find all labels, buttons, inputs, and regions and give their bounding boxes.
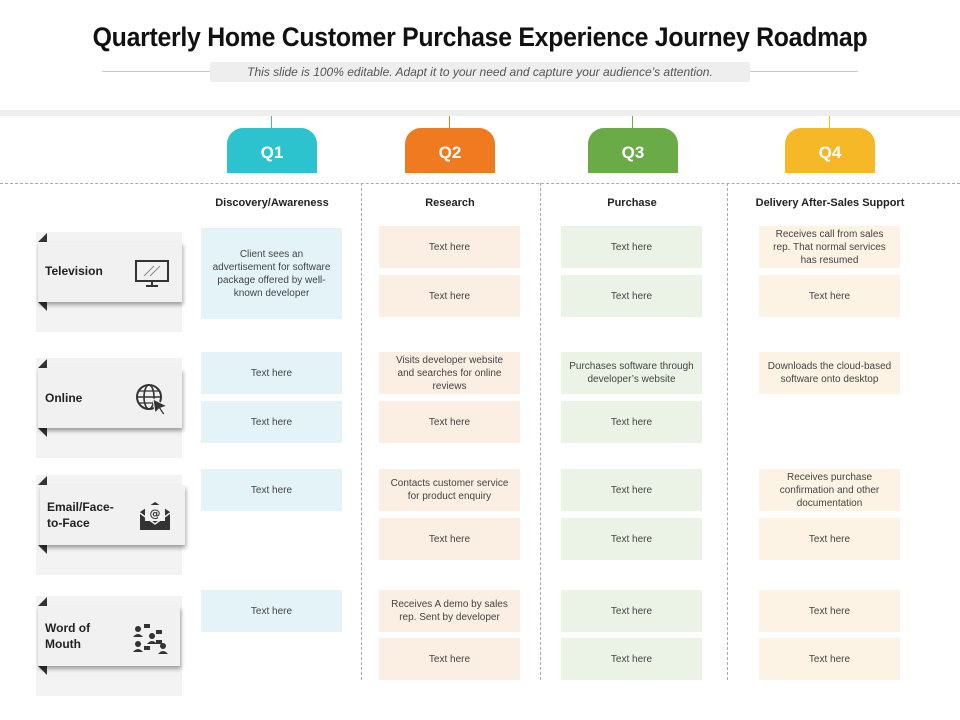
svg-text:@: @ bbox=[150, 507, 161, 520]
globe-cursor-icon bbox=[136, 384, 169, 416]
row-email-fold-bottom bbox=[38, 545, 47, 554]
cell-wom-q2-2[interactable]: Text here bbox=[379, 638, 520, 680]
tab-q4[interactable]: Q4 bbox=[785, 128, 875, 173]
row-online-fold-top bbox=[38, 359, 47, 368]
cell-email-q2-2[interactable]: Text here bbox=[379, 518, 520, 560]
cell-online-q1-2[interactable]: Text here bbox=[201, 401, 342, 443]
row-card-email[interactable]: Email/Face- to-Face @ bbox=[40, 485, 185, 545]
cell-wom-q3-2[interactable]: Text here bbox=[561, 638, 702, 680]
cell-television-q2-1[interactable]: Text here bbox=[379, 226, 520, 268]
cell-email-q3-2[interactable]: Text here bbox=[561, 518, 702, 560]
subtitle-rule-left bbox=[102, 71, 210, 72]
cell-television-q4-1[interactable]: Receives call from sales rep. That norma… bbox=[759, 226, 900, 268]
row-wom-fold-bottom bbox=[38, 666, 47, 675]
cell-online-q1-1[interactable]: Text here bbox=[201, 352, 342, 394]
row-card-television[interactable]: Television bbox=[38, 242, 182, 302]
cell-television-q2-2[interactable]: Text here bbox=[379, 275, 520, 317]
q2-tick bbox=[449, 116, 450, 128]
header-divider bbox=[0, 183, 960, 184]
q4-tick bbox=[829, 116, 830, 128]
cell-wom-q1-1[interactable]: Text here bbox=[201, 590, 342, 632]
column-divider-1 bbox=[361, 183, 362, 680]
email-envelope-icon: @ bbox=[139, 502, 171, 530]
cell-wom-q4-1[interactable]: Text here bbox=[759, 590, 900, 632]
cell-online-q2-2[interactable]: Text here bbox=[379, 401, 520, 443]
cell-email-q4-1[interactable]: Receives purchase confirmation and other… bbox=[759, 469, 900, 511]
row-label-email: Email/Face- to-Face bbox=[47, 500, 114, 530]
column-heading-q1: Discovery/Awareness bbox=[215, 197, 329, 209]
cell-online-q3-2[interactable]: Text here bbox=[561, 401, 702, 443]
row-television-fold-bottom bbox=[38, 302, 47, 311]
tab-q3[interactable]: Q3 bbox=[588, 128, 678, 173]
cell-email-q1-1[interactable]: Text here bbox=[201, 469, 342, 511]
people-network-icon bbox=[133, 624, 168, 654]
row-wom-fold-top bbox=[38, 597, 47, 606]
cell-television-q4-2[interactable]: Text here bbox=[759, 275, 900, 317]
tab-q2[interactable]: Q2 bbox=[405, 128, 495, 173]
column-divider-2 bbox=[540, 183, 541, 680]
row-card-online[interactable]: Online bbox=[38, 368, 182, 428]
header-band bbox=[0, 110, 960, 116]
column-heading-q3: Purchase bbox=[607, 197, 657, 209]
column-divider-3 bbox=[727, 183, 728, 680]
row-email-fold-top bbox=[38, 476, 47, 485]
cell-email-q3-1[interactable]: Text here bbox=[561, 469, 702, 511]
cell-television-q3-2[interactable]: Text here bbox=[561, 275, 702, 317]
row-label-television: Television bbox=[45, 264, 103, 278]
row-label-online: Online bbox=[45, 391, 83, 405]
cell-wom-q2-1[interactable]: Receives A demo by sales rep. Sent by de… bbox=[379, 590, 520, 632]
cell-television-q3-1[interactable]: Text here bbox=[561, 226, 702, 268]
q1-tick bbox=[271, 116, 272, 128]
row-label-word-of-mouth: Word of Mouth bbox=[45, 621, 91, 651]
cell-wom-q4-2[interactable]: Text here bbox=[759, 638, 900, 680]
cell-online-q3-1[interactable]: Purchases software through developer’s w… bbox=[561, 352, 702, 394]
slide-subtitle: This slide is 100% editable. Adapt it to… bbox=[210, 62, 750, 82]
cell-online-q2-1[interactable]: Visits developer website and searches fo… bbox=[379, 352, 520, 394]
cell-online-q4-1[interactable]: Downloads the cloud-based software onto … bbox=[759, 352, 900, 394]
column-heading-q2: Research bbox=[425, 197, 475, 209]
cell-email-q2-1[interactable]: Contacts customer service for product en… bbox=[379, 469, 520, 511]
cell-television-q1-1[interactable]: Client sees an advertisement for softwar… bbox=[201, 228, 342, 319]
slide-title: Quarterly Home Customer Purchase Experie… bbox=[92, 22, 868, 52]
row-television-fold-top bbox=[38, 233, 47, 242]
tab-q1[interactable]: Q1 bbox=[227, 128, 317, 173]
cell-email-q4-2[interactable]: Text here bbox=[759, 518, 900, 560]
monitor-icon bbox=[135, 260, 169, 287]
subtitle-rule-right bbox=[750, 71, 858, 72]
row-online-fold-bottom bbox=[38, 428, 47, 437]
column-heading-q4: Delivery After-Sales Support bbox=[755, 197, 905, 209]
cell-wom-q3-1[interactable]: Text here bbox=[561, 590, 702, 632]
q3-tick bbox=[632, 116, 633, 128]
row-card-word-of-mouth[interactable]: Word of Mouth bbox=[38, 606, 180, 666]
